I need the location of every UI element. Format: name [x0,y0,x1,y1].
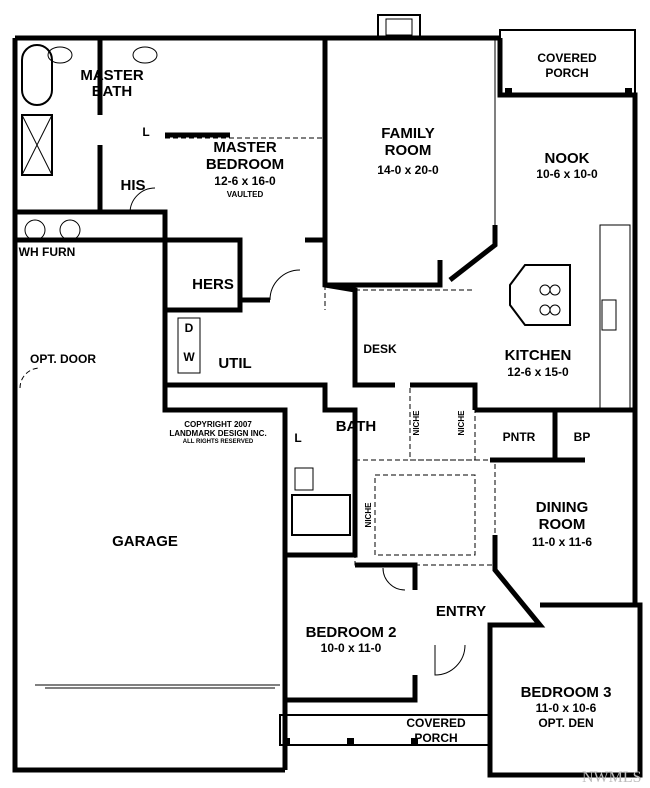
dining-room-label-2: ROOM [539,516,586,533]
niche-label-2: NICHE [457,410,466,436]
bedroom-3-label: BEDROOM 3 [521,684,612,701]
interior-lines [19,44,632,746]
wh-furn-label: WH FURN [19,245,76,259]
pantry-label: PNTR [503,430,536,444]
copyright-line-2: LANDMARK DESIGN INC. [169,429,266,438]
nook-label: NOOK [545,150,590,167]
bath-label: BATH [336,418,377,435]
watermark: NWMLS [582,769,642,786]
garage-label: GARAGE [112,533,178,550]
washer-label: W [183,350,195,364]
bedroom-3-note: OPT. DEN [538,716,593,730]
util-label: UTIL [218,355,251,372]
hers-label: HERS [192,276,234,293]
covered-porch-bottom-label-2: PORCH [414,731,457,745]
bedroom-3-size: 11-0 x 10-6 [536,701,597,715]
master-bath-label: MASTER [80,67,144,84]
linen-label-2: L [294,431,301,445]
master-bath-label-2: BATH [92,83,133,100]
bp-label: BP [574,430,591,444]
dryer-label: D [185,321,194,335]
covered-porch-top-label: COVERED [537,51,597,65]
family-room-size: 14-0 x 20-0 [377,163,439,177]
room-labels: MASTER BATH MASTER BEDROOM 12-6 x 16-0 V… [19,51,612,745]
family-room-label-2: ROOM [385,142,432,159]
copyright: COPYRIGHT 2007 LANDMARK DESIGN INC. ALL … [169,420,266,445]
master-bedroom-label-2: BEDROOM [206,156,284,173]
dining-room-label: DINING [536,499,589,516]
niche-label-3: NICHE [364,502,373,528]
linen-label-1: L [142,125,149,139]
master-bedroom-size: 12-6 x 16-0 [214,174,276,188]
covered-porch-bottom-label: COVERED [406,716,466,730]
nook-size: 10-6 x 10-0 [536,167,598,181]
copyright-line-1: COPYRIGHT 2007 [184,420,252,429]
entry-label: ENTRY [436,603,486,620]
walls [12,14,643,778]
bedroom-2-label: BEDROOM 2 [306,624,397,641]
desk-label: DESK [363,342,397,356]
master-bedroom-note: VAULTED [227,190,264,199]
niche-label-1: NICHE [412,410,421,436]
kitchen-size: 12-6 x 15-0 [507,365,569,379]
copyright-line-3: ALL RIGHTS RESERVED [183,439,254,445]
opt-door-label: OPT. DOOR [30,352,96,366]
family-room-label: FAMILY [381,125,435,142]
master-bedroom-label: MASTER [213,139,277,156]
bedroom-2-size: 10-0 x 11-0 [321,641,382,655]
his-label: HIS [120,177,145,194]
covered-porch-top-label-2: PORCH [545,66,588,80]
dining-room-size: 11-0 x 11-6 [532,535,592,549]
kitchen-label: KITCHEN [505,347,572,364]
